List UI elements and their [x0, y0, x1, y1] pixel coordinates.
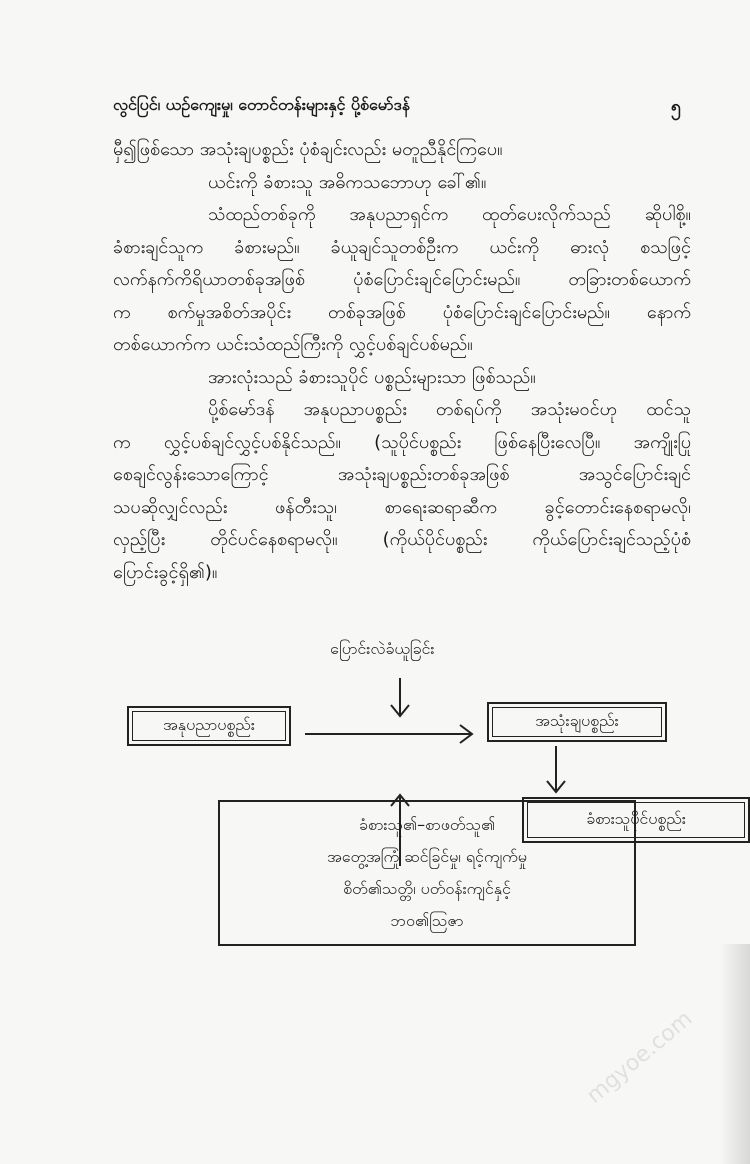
factor-line: ခံစားသူ၏–စာဖတ်သူ၏ — [358, 815, 496, 834]
diagram-top-label: ပြောင်းလဲခံယူခြင်း — [330, 639, 435, 658]
text-line: ပြောင်းခွင့်ရှိ၏)။ — [113, 561, 218, 583]
page-number: ၅ — [670, 96, 681, 117]
box-label: အနုပညာပစ္စည်း — [163, 715, 255, 734]
box-inner: အသုံးချပစ္စည်း — [492, 707, 662, 737]
arrow-down-top — [390, 678, 410, 718]
body-text: မှီ၍ဖြစ်သော အသုံးချပစ္စည်း ပုံစံချင်းလည်… — [113, 134, 691, 589]
running-title: လွင်ပြင်၊ ယဉ်ကျေးမှု၊ တောင်တန်းများနှင့်… — [113, 95, 411, 114]
diagram-box-factors: ခံစားသူ၏–စာဖတ်သူ၏ အတွေ့အကြုံ ဆင်ခြင်မှု၊… — [218, 800, 636, 946]
text-line: တစ်ယောက်က ယင်းသံထည်ကြီးကို လွှင့်ပစ်ချင်… — [113, 334, 473, 355]
arrow-right — [305, 724, 474, 744]
text-line: ယင်းကို ခံစားသူ အဓိကသဘောဟု ခေါ်၏။ — [208, 171, 487, 193]
text-line: စေချင်လွန်းသောကြောင့် အသုံးချပစ္စည်းတစ်ခ… — [113, 464, 691, 485]
text-line: မှီ၍ဖြစ်သော အသုံးချပစ္စည်း ပုံစံချင်းလည်… — [113, 139, 503, 160]
text-line: လှည့်ပြီး တိုင်ပင်နေစရာမလို။ (ကိုယ်ပိုင်… — [113, 529, 691, 550]
factor-line: စိတ်၏သတ္တိ၊ ပတ်ဝန်းကျင်နှင့် — [343, 879, 511, 898]
box-label: အသုံးချပစ္စည်း — [535, 711, 619, 730]
diagram-box-utility-object: အသုံးချပစ္စည်း — [487, 702, 667, 742]
running-header: လွင်ပြင်၊ ယဉ်ကျေးမှု၊ တောင်တန်းများနှင့်… — [113, 94, 681, 122]
text-line: က စက်မှုအစိတ်အပိုင်း တစ်ခုအဖြစ် ပုံစံပြေ… — [113, 301, 691, 323]
text-line: လက်နက်ကိရိယာတစ်ခုအဖြစ် ပုံစံပြောင်းချင်ပ… — [113, 269, 691, 290]
box-inner: အနုပညာပစ္စည်း — [132, 711, 286, 741]
text-line: ပို့စ်မော်ဒန် အနုပညာပစ္စည်း တစ်ရပ်ကို အသ… — [208, 399, 691, 420]
arrow-up — [390, 793, 410, 866]
factor-line: ဘဝ၏သြဇာ — [390, 911, 464, 930]
factor-line: အတွေ့အကြုံ ဆင်ခြင်မှု၊ ရင့်ကျက်မှု — [327, 847, 527, 866]
text-line: သံထည်တစ်ခုကို အနုပညာရှင်က ထုတ်ပေးလိုက်သည… — [208, 204, 691, 225]
binding-shadow — [720, 944, 750, 1164]
diagram-box-art-object: အနုပညာပစ္စည်း — [127, 706, 291, 746]
text-line: ခံစားချင်သူက ခံစားမည်။ ခံယူချင်သူတစ်ဦးက … — [113, 236, 691, 258]
arrow-down-right — [546, 746, 566, 794]
text-line: က လွှင့်ပစ်ချင်လွှင့်ပစ်နိုင်သည်။ (သူပို… — [113, 431, 691, 453]
text-line: သပဆိုလျှင်လည်း ဖန်တီးသူ၊ စာရေးဆရာဆီက ခွင… — [113, 496, 691, 518]
text-line: အားလုံးသည် ခံစားသူပိုင် ပစ္စည်းများသာ ဖြ… — [208, 366, 536, 388]
